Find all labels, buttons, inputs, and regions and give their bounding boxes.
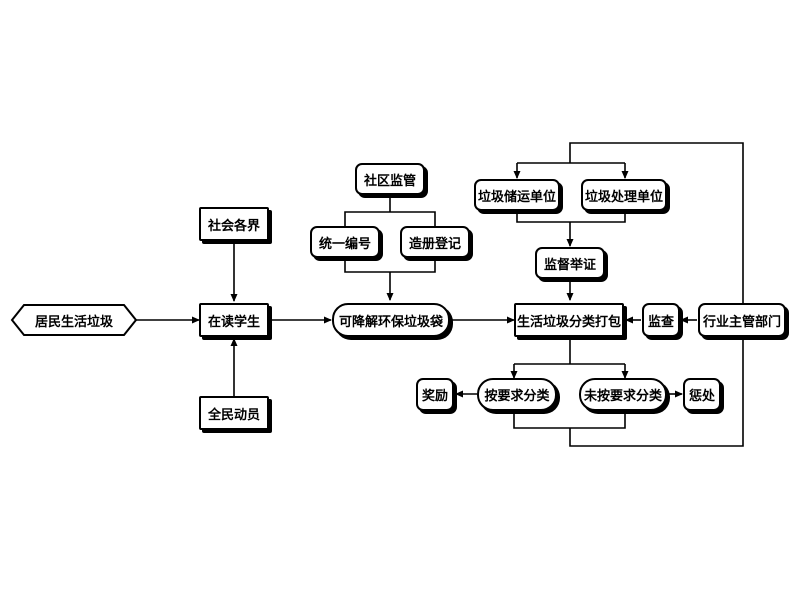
reward-box: 奖励	[416, 378, 454, 411]
students-box: 在读学生	[199, 303, 269, 337]
social-sectors-box: 社会各界	[199, 207, 269, 241]
community-supervision-box: 社区监管	[355, 163, 425, 195]
authorities-box: 行业主管部门	[698, 303, 786, 337]
sort-pack-box: 生活垃圾分类打包	[514, 303, 624, 337]
connector-supervision-fork	[344, 211, 436, 226]
unified-numbering-box: 统一编号	[310, 226, 380, 258]
sorted-correctly-box: 按要求分类	[477, 378, 557, 411]
storage-transport-box: 垃圾储运单位	[474, 179, 560, 211]
inspection-box: 监查	[642, 303, 680, 337]
connector-outcome-bottom-merge	[513, 412, 626, 429]
punishment-box: 惩处	[683, 378, 721, 411]
connector-authority-bottom-loop	[569, 320, 744, 447]
degradable-bags-box: 可降解环保垃圾袋	[332, 303, 450, 337]
residents-garbage-shape	[10, 304, 138, 336]
registration-box: 造册登记	[400, 226, 470, 258]
connector-register-merge	[344, 258, 436, 273]
residents-garbage-label: 居民生活垃圾	[34, 314, 113, 330]
all-people-box: 全民动员	[199, 396, 269, 430]
not-sorted-box: 未按要求分类	[579, 378, 667, 411]
processing-unit-box: 垃圾处理单位	[581, 179, 667, 211]
supervise-report-box: 监督举证	[535, 247, 605, 279]
connector-units-merge	[516, 212, 626, 223]
connector-authority-top-loop	[569, 142, 744, 320]
